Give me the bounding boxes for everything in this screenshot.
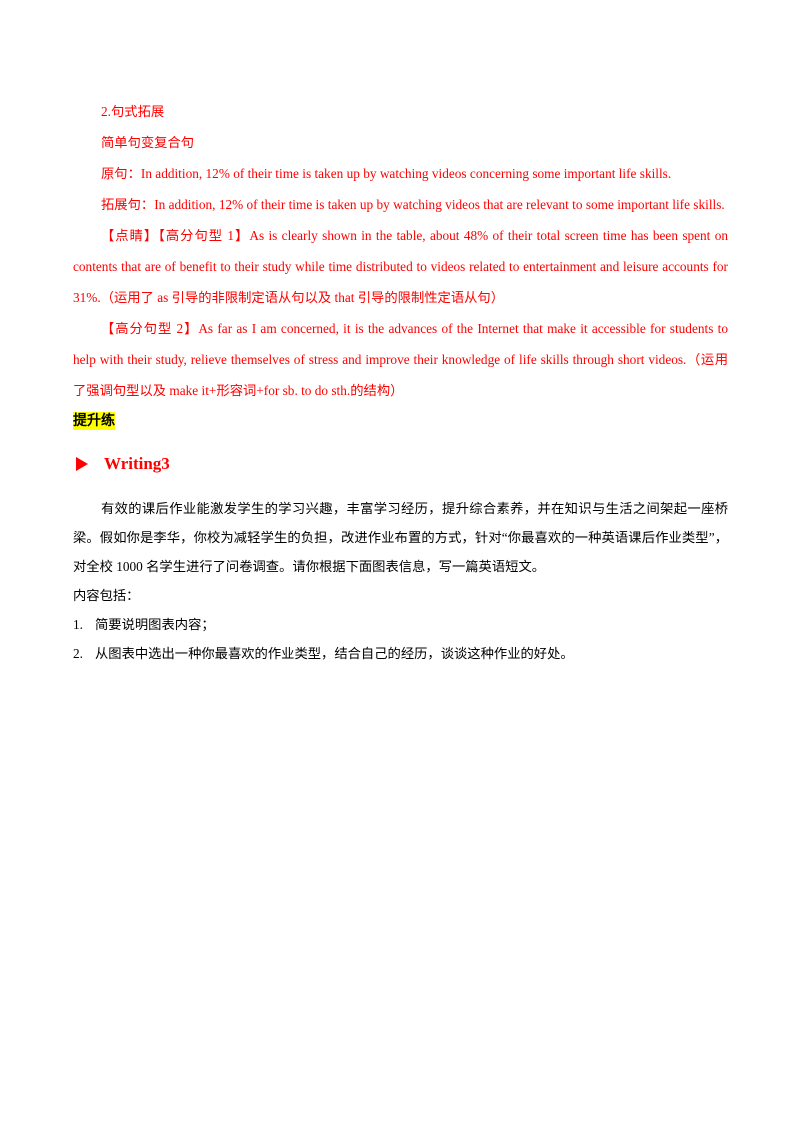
practice-heading-row: 提升练 — [73, 406, 728, 430]
list-item-text: 简要说明图表内容； — [95, 617, 215, 632]
key-point-tag: 【点睛】 — [101, 228, 159, 243]
key-point-2: 【高分句型 2】As far as I am concerned, it is … — [73, 313, 728, 406]
writing-title: Writing3 — [104, 454, 170, 473]
key-point-1: 【点睛】【高分句型 1】As is clearly shown in the t… — [73, 220, 728, 313]
key-point-2-text: As far as I am concerned, it is the adva… — [73, 321, 728, 398]
practice-heading: 提升练 — [73, 412, 115, 430]
list-item-text: 从图表中选出一种你最喜欢的作业类型，结合自己的经历，谈谈这种作业的好处。 — [95, 646, 574, 661]
writing-heading: Writing3 — [73, 450, 728, 478]
original-sentence: 原句：In addition, 12% of their time is tak… — [73, 158, 728, 189]
key-point-1-text: As is clearly shown in the table, about … — [73, 228, 729, 305]
extended-sentence: 拓展句：In addition, 12% of their time is ta… — [73, 189, 728, 220]
original-label: 原句： — [101, 166, 141, 181]
extended-text: In addition, 12% of their time is taken … — [154, 197, 725, 212]
section-subheading: 简单句变复合句 — [101, 135, 195, 150]
list-item-number: 1. — [73, 617, 83, 632]
extended-label: 拓展句： — [101, 197, 155, 212]
original-text: In addition, 12% of their time is taken … — [140, 166, 672, 181]
content-label: 内容包括： — [73, 588, 140, 603]
writing-prompt: 有效的课后作业能激发学生的学习兴趣，丰富学习经历，提升综合素养，并在知识与生活之… — [73, 501, 728, 574]
section-heading: 2.句式拓展 — [101, 104, 165, 119]
arrow-bullet-icon — [76, 457, 88, 471]
high-score-tag-2: 【高分句型 2】 — [101, 321, 199, 336]
list-item: 1. 简要说明图表内容； — [73, 610, 728, 639]
list-item: 2. 从图表中选出一种你最喜欢的作业类型，结合自己的经历，谈谈这种作业的好处。 — [73, 639, 728, 668]
list-item-number: 2. — [73, 646, 83, 661]
document-page: 2.句式拓展 简单句变复合句 原句：In addition, 12% of th… — [73, 96, 728, 668]
high-score-tag-1: 【高分句型 1】 — [158, 228, 250, 243]
writing-task: 有效的课后作业能激发学生的学习兴趣，丰富学习经历，提升综合素养，并在知识与生活之… — [73, 494, 728, 668]
